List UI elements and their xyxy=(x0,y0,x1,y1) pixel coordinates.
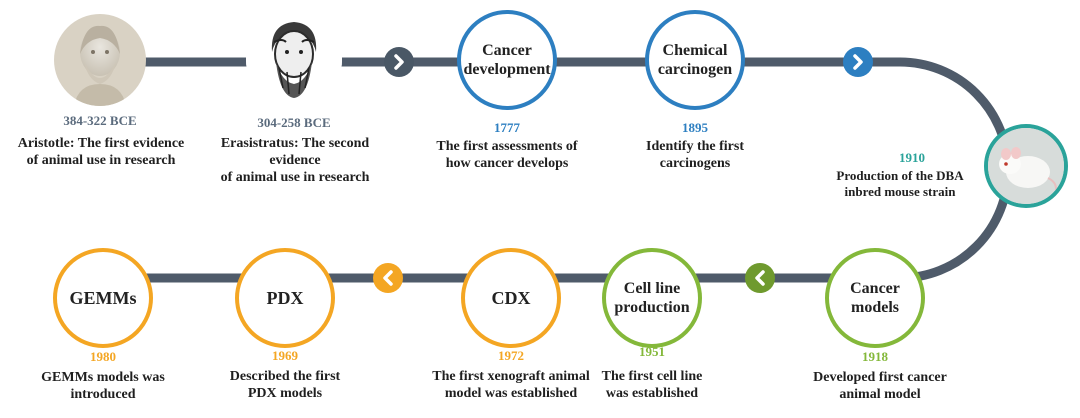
dba-mouse-caption-line-2: inbred mouse strain xyxy=(844,184,956,199)
erasistratus-bust-icon xyxy=(246,12,342,108)
cancer-models-title-1: Cancer xyxy=(850,280,900,297)
pdx-node: PDX xyxy=(235,248,335,348)
mouse-photo xyxy=(984,124,1068,208)
cancer-models-year: 1918 xyxy=(862,349,888,364)
cell-line-title-1: Cell line xyxy=(623,280,681,297)
chemical-carcinogen-caption-line-2: carcinogens xyxy=(659,156,731,171)
cell-line-title-2: production xyxy=(614,299,690,316)
cancer-development-caption-line-2: how cancer develops xyxy=(445,156,569,171)
pdx-title: PDX xyxy=(266,287,304,308)
cancer-development-node: Cancer development xyxy=(457,10,557,110)
pdx-caption-line-1: Described the first xyxy=(229,369,341,384)
cancer-models-caption: Developed first cancer animal model xyxy=(795,369,965,403)
aristotle-bust-icon xyxy=(54,14,146,106)
dba-mouse-caption: Production of the DBA inbred mouse strai… xyxy=(820,168,980,200)
cancer-development-caption-line-1: The first assessments of xyxy=(436,139,578,154)
aristotle-caption-line-1: Aristotle: The first evidence xyxy=(17,136,185,151)
cell-line-caption-line-2: was established xyxy=(605,386,699,401)
chemical-carcinogen-caption: Identify the first carcinogens xyxy=(615,138,775,172)
gemms-caption-line-1: GEMMs models was xyxy=(41,370,165,385)
chevron-right-icon xyxy=(384,47,414,77)
cancer-models-node: Cancer models xyxy=(825,248,925,348)
erasistratus-caption-line-2: of animal use in research xyxy=(220,170,370,185)
gemms-title: GEMMs xyxy=(69,287,137,308)
chevron-left-icon xyxy=(745,263,775,293)
cell-line-production-node: Cell line production xyxy=(602,248,702,348)
chevron-right-icon xyxy=(843,47,873,77)
cancer-development-title-1: Cancer xyxy=(482,42,532,59)
erasistratus-caption-line-1: Erasistratus: The second evidence xyxy=(220,136,370,168)
cancer-development-title-2: development xyxy=(463,61,551,78)
cell-line-caption-line-1: The first cell line xyxy=(601,369,703,384)
chemical-carcinogen-node: Chemical carcinogen xyxy=(645,10,745,110)
chemical-carcinogen-title-1: Chemical xyxy=(662,42,728,59)
gemms-caption: GEMMs models was introduced xyxy=(23,369,183,403)
erasistratus-caption: Erasistratus: The second evidence of ani… xyxy=(196,135,394,186)
erasistratus-year: 304-258 BCE xyxy=(257,115,331,130)
cancer-development-year: 1777 xyxy=(494,120,520,135)
erasistratus-portrait xyxy=(246,12,342,108)
chemical-carcinogen-year: 1895 xyxy=(682,120,708,135)
aristotle-year: 384-322 BCE xyxy=(63,113,137,128)
gemms-year: 1980 xyxy=(90,349,116,364)
cell-line-year: 1951 xyxy=(639,344,665,359)
pdx-caption: Described the first PDX models xyxy=(205,368,365,402)
chevron-left-icon xyxy=(373,263,403,293)
cdx-caption-line-1: The first xenograft animal xyxy=(432,369,590,384)
chemical-carcinogen-title-2: carcinogen xyxy=(657,61,733,78)
aristotle-portrait xyxy=(54,14,146,106)
cancer-models-title-2: models xyxy=(850,299,899,316)
cdx-caption-line-2: model was established xyxy=(444,386,578,401)
cdx-node: CDX xyxy=(461,248,561,348)
dba-mouse-caption-line-1: Production of the DBA xyxy=(836,168,964,183)
cell-line-caption: The first cell line was established xyxy=(572,368,732,402)
cdx-caption: The first xenograft animal model was est… xyxy=(411,368,611,402)
chemical-carcinogen-caption-line-1: Identify the first xyxy=(646,139,744,154)
aristotle-caption: Aristotle: The first evidence of animal … xyxy=(6,135,196,169)
dba-mouse-year: 1910 xyxy=(899,150,925,165)
pdx-year: 1969 xyxy=(272,348,298,363)
gemms-caption-line-2: introduced xyxy=(70,387,136,402)
gemms-node: GEMMs xyxy=(53,248,153,348)
cdx-year: 1972 xyxy=(498,348,524,363)
cdx-title: CDX xyxy=(491,287,531,308)
mouse-photo-icon xyxy=(988,128,1064,204)
aristotle-caption-line-2: of animal use in research xyxy=(26,153,176,168)
cancer-development-caption: The first assessments of how cancer deve… xyxy=(418,138,596,172)
pdx-caption-line-2: PDX models xyxy=(247,386,323,401)
cancer-models-caption-line-1: Developed first cancer xyxy=(813,370,947,385)
cancer-models-caption-line-2: animal model xyxy=(839,387,921,402)
